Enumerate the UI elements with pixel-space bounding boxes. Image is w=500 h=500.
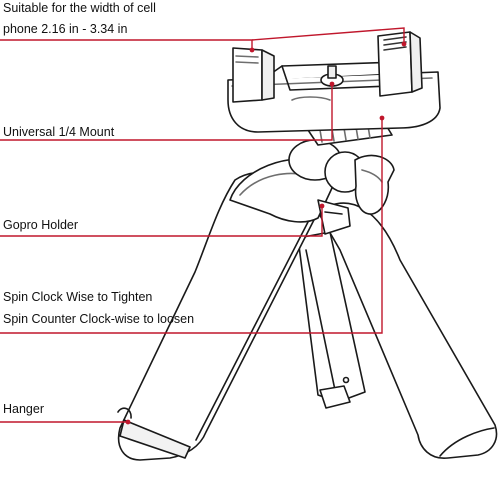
leader-gopro [0, 206, 323, 237]
dot-mount [329, 81, 335, 87]
label-spin-loosen: Spin Counter Clock-wise to loosen [3, 312, 195, 326]
leader-endpoints [125, 41, 407, 425]
left-clamp-arm [232, 47, 275, 103]
leader-spin [0, 118, 383, 334]
ball-joint [288, 139, 395, 215]
label-hanger: Hanger [3, 402, 44, 416]
leader-width-top [251, 27, 405, 44]
leader-lines [0, 27, 405, 423]
back-leg [297, 231, 366, 409]
dot-gopro [319, 203, 325, 209]
dot-left-clamp [249, 47, 255, 53]
dot-right-clamp [401, 41, 407, 47]
leader-width-left [0, 39, 253, 50]
label-spin-tighten: Spin Clock Wise to Tighten [3, 290, 153, 304]
dot-knob [379, 115, 385, 121]
dot-hanger [125, 419, 131, 425]
label-width-line1: Suitable for the width of cell [3, 1, 156, 15]
right-clamp-arm [377, 31, 423, 97]
label-mount: Universal 1/4 Mount [3, 125, 115, 139]
label-width-line2: phone 2.16 in - 3.34 in [3, 22, 128, 36]
label-gopro: Gopro Holder [3, 218, 79, 232]
tripod-illustration [117, 31, 498, 461]
leader-mount [0, 84, 333, 141]
